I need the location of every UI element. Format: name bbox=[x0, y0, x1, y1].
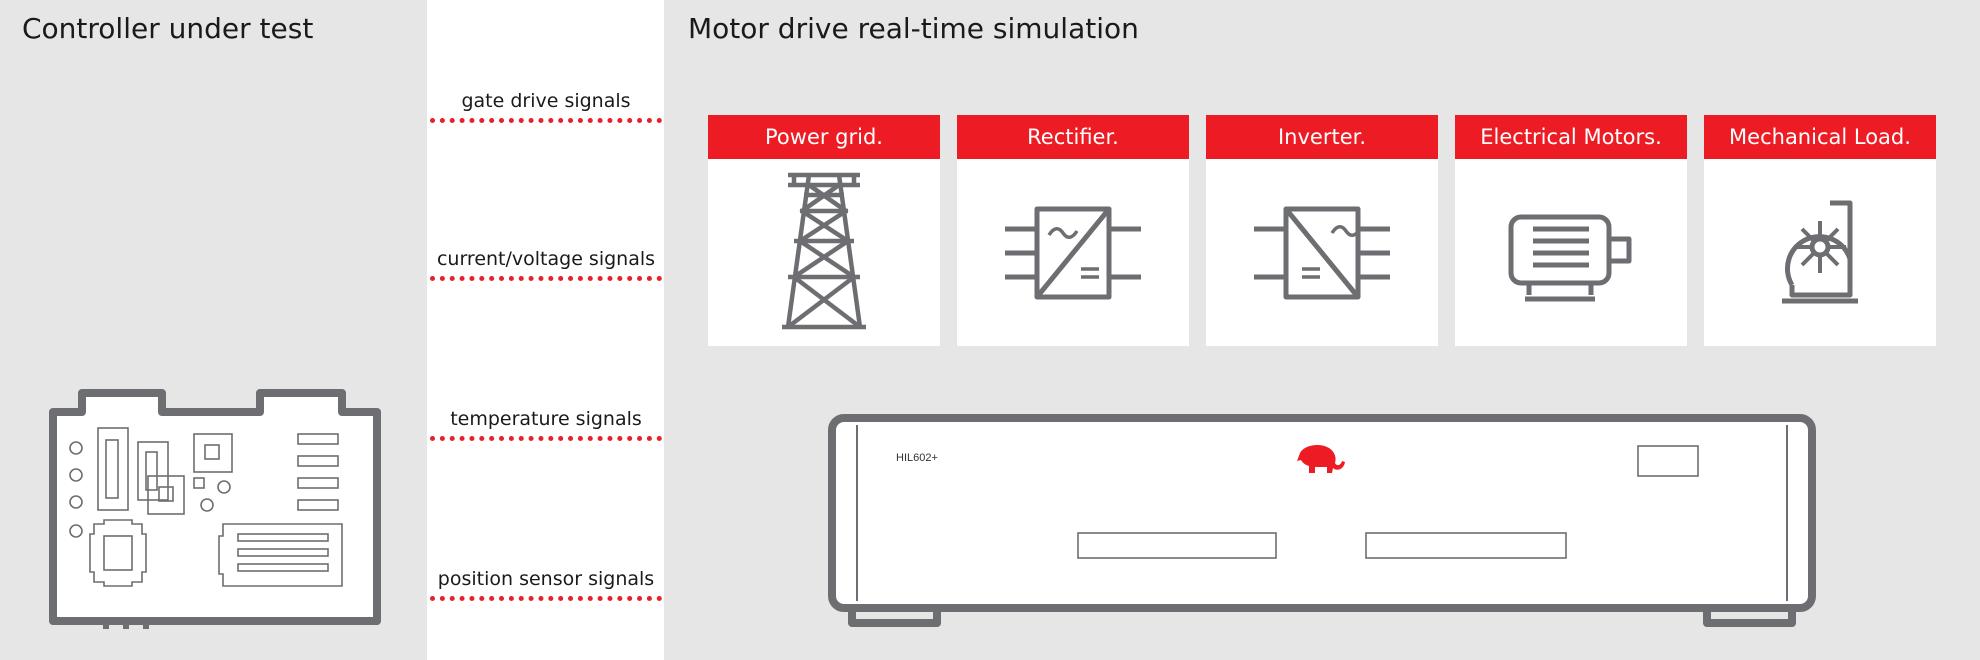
card-header: Electrical Motors. bbox=[1455, 115, 1687, 159]
signal-dotted-line bbox=[430, 276, 662, 281]
inverter-icon bbox=[1206, 159, 1438, 346]
hil-simulator-device bbox=[828, 414, 1816, 627]
card-header: Inverter. bbox=[1206, 115, 1438, 159]
elephant-logo-icon bbox=[1297, 445, 1345, 473]
signal-label: temperature signals bbox=[450, 408, 642, 430]
rectifier-icon bbox=[957, 159, 1189, 346]
signal-dotted-line bbox=[430, 436, 662, 441]
electric-motor-icon bbox=[1455, 159, 1687, 346]
card-header: Power grid. bbox=[708, 115, 940, 159]
simulation-panel-title: Motor drive real-time simulation bbox=[688, 12, 1139, 45]
signal-position-sensor: position sensor signals bbox=[430, 568, 662, 601]
signal-temperature: temperature signals bbox=[430, 408, 662, 441]
card-inverter: Inverter. bbox=[1206, 115, 1438, 346]
card-power-grid: Power grid. bbox=[708, 115, 940, 346]
signal-dotted-line bbox=[430, 596, 662, 601]
controller-board-diagram bbox=[49, 389, 381, 629]
card-header: Mechanical Load. bbox=[1704, 115, 1936, 159]
card-header: Rectifier. bbox=[957, 115, 1189, 159]
signal-label: gate drive signals bbox=[461, 90, 631, 112]
controller-panel-title: Controller under test bbox=[22, 12, 314, 45]
transmission-tower-icon bbox=[708, 159, 940, 346]
signal-gate-drive: gate drive signals bbox=[430, 90, 662, 123]
card-rectifier: Rectifier. bbox=[957, 115, 1189, 346]
signal-dotted-line bbox=[430, 118, 662, 123]
signal-current-voltage: current/voltage signals bbox=[430, 248, 662, 281]
signal-label: position sensor signals bbox=[437, 568, 655, 590]
signals-panel bbox=[427, 0, 664, 660]
hil-model-label: HIL602+ bbox=[896, 452, 938, 464]
signal-label: current/voltage signals bbox=[436, 248, 656, 270]
card-mechanical-load: Mechanical Load. bbox=[1704, 115, 1936, 346]
card-electrical-motors: Electrical Motors. bbox=[1455, 115, 1687, 346]
fan-load-icon bbox=[1704, 159, 1936, 346]
